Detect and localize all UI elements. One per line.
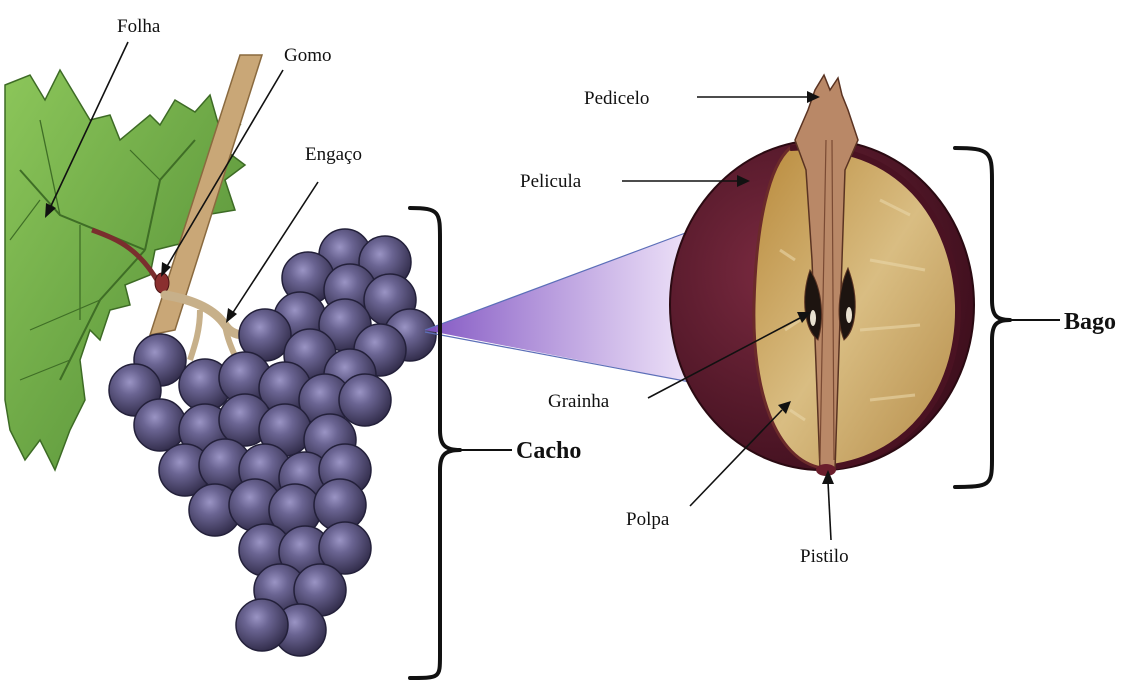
- label-cacho: Cacho: [516, 438, 581, 464]
- label-pelicula: Pelicula: [520, 171, 582, 192]
- label-folha: Folha: [117, 16, 161, 37]
- label-grainha: Grainha: [548, 391, 610, 412]
- grape-berry: [339, 374, 391, 426]
- cacho-brace: [410, 208, 460, 678]
- label-engaco: Engaço: [305, 144, 362, 165]
- grape-berry: [236, 599, 288, 651]
- zoom-cone: [425, 232, 690, 382]
- label-gomo: Gomo: [284, 45, 332, 66]
- label-bago: Bago: [1064, 309, 1116, 335]
- grape-cluster: [109, 229, 436, 656]
- label-polpa: Polpa: [626, 509, 670, 530]
- label-pistilo: Pistilo: [800, 546, 849, 567]
- grape-berry: [134, 399, 186, 451]
- pistil: [816, 464, 836, 476]
- label-pedicelo: Pedicelo: [584, 88, 649, 109]
- berry-cross-section: [670, 75, 974, 476]
